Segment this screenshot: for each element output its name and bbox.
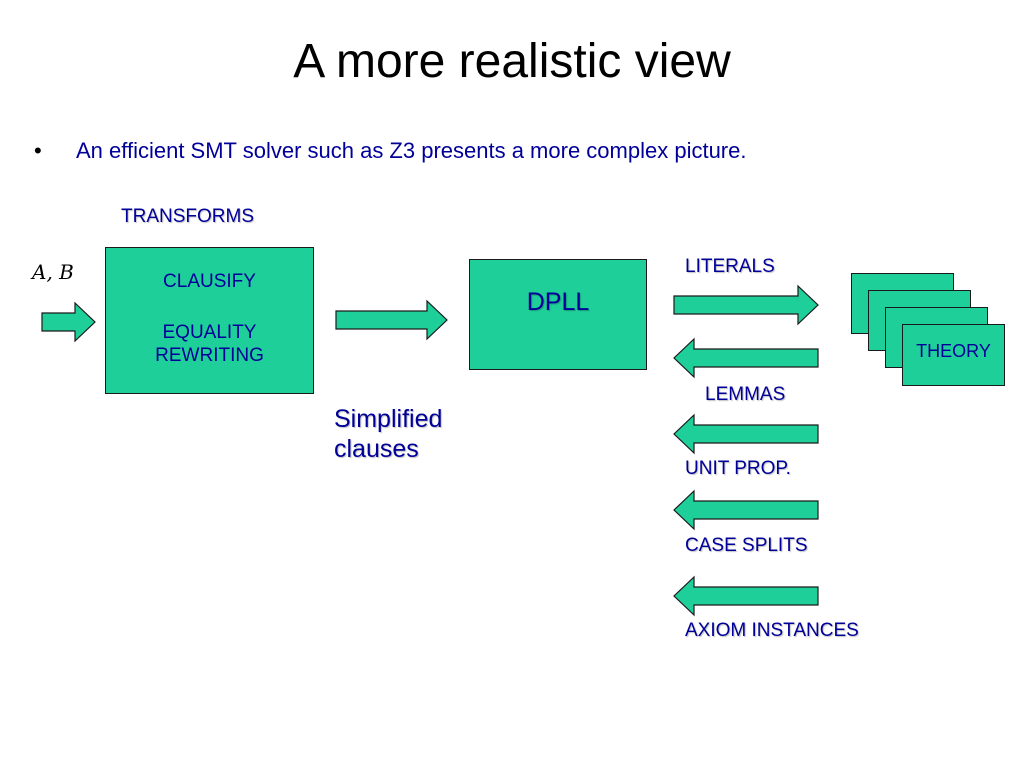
literals-label: LITERALS [685, 256, 775, 277]
axiom-instances-label: AXIOM INSTANCES [685, 620, 859, 641]
case-splits-label: CASE SPLITS [685, 535, 808, 556]
input-label: A, B [32, 260, 74, 284]
bullet-glyph: • [34, 138, 42, 163]
lemmas-label: LEMMAS [705, 384, 786, 405]
clauses-text: clauses [334, 435, 419, 463]
equality-text: EQUALITY [162, 322, 257, 343]
simplified-text: Simplified [334, 405, 443, 433]
literals-arrow [673, 284, 819, 326]
bullet-text: An efficient SMT solver such as Z3 prese… [76, 138, 747, 163]
bullet-item: • An efficient SMT solver such as Z3 pres… [34, 138, 746, 164]
theory-text: THEORY [916, 341, 991, 361]
axiom-instances-arrow [673, 575, 819, 617]
case-splits-arrow [673, 489, 819, 531]
clauses-arrow [335, 299, 448, 341]
transforms-label: TRANSFORMS [121, 206, 254, 227]
dpll-text: DPLL [526, 288, 590, 316]
rewriting-text: REWRITING [155, 345, 264, 366]
clausify-text: CLAUSIFY [163, 271, 256, 292]
unit-prop-arrow [673, 413, 819, 455]
theory-box: THEORY [902, 324, 1005, 386]
dpll-box: DPLL [469, 259, 647, 370]
transforms-box: CLAUSIFY EQUALITY REWRITING [105, 247, 314, 394]
input-arrow [41, 301, 96, 343]
unit-prop-label: UNIT PROP. [685, 458, 791, 479]
lemmas-arrow [673, 337, 819, 379]
slide-title: A more realistic view [293, 35, 731, 88]
simplified-clauses-label: Simplified clauses [334, 404, 442, 464]
